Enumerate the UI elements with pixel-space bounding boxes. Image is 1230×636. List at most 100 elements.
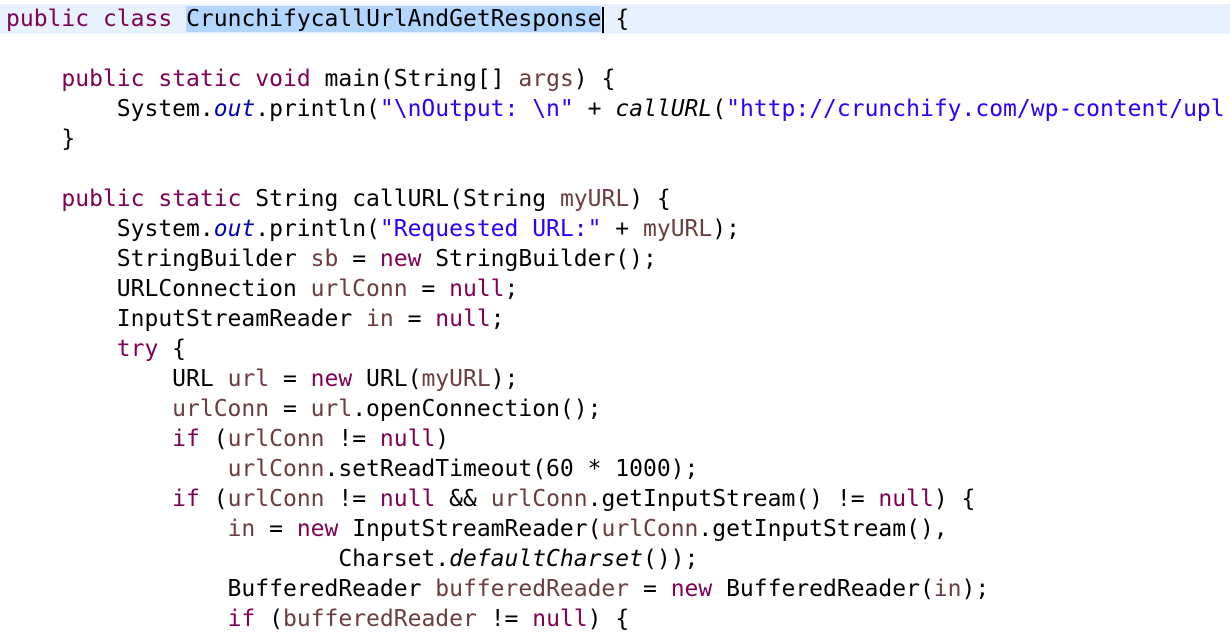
code-token: InputStreamReader( — [338, 516, 602, 542]
code-line[interactable]: System.out.println("Requested URL:" + my… — [6, 214, 1225, 244]
code-line[interactable]: InputStreamReader in = null; — [6, 304, 1225, 334]
code-line[interactable]: urlConn = url.openConnection(); — [6, 394, 1225, 424]
code-token — [172, 6, 186, 32]
keyword-token: new — [379, 246, 422, 272]
code-token: ( — [199, 486, 228, 512]
code-token — [144, 186, 158, 212]
code-token: { — [601, 6, 630, 32]
code-token: BufferedReader( — [712, 576, 934, 602]
code-line[interactable]: if (urlConn != null) — [6, 424, 1225, 454]
code-token: StringBuilder — [6, 246, 311, 272]
code-token: .getInputStream(), — [698, 516, 948, 542]
code-line[interactable]: Charset.defaultCharset()); — [6, 544, 1225, 574]
code-token: main(String[] — [310, 66, 519, 92]
variable-token: urlConn — [227, 426, 325, 452]
code-token — [6, 186, 61, 212]
code-token: System. — [6, 96, 214, 122]
code-token: = — [629, 576, 671, 602]
code-line[interactable]: if (bufferedReader != null) { — [6, 604, 1225, 634]
variable-token: url — [227, 366, 270, 392]
code-token: ) { — [933, 486, 976, 512]
code-token: ); — [490, 366, 519, 392]
code-line[interactable]: public class CrunchifycallUrlAndGetRespo… — [6, 4, 1225, 34]
code-token: .println( — [255, 96, 380, 122]
keyword-token: void — [255, 66, 311, 92]
code-token: ); — [712, 216, 740, 242]
code-area[interactable]: public class CrunchifycallUrlAndGetRespo… — [6, 4, 1225, 634]
code-token: && — [435, 486, 491, 512]
field-token: out — [213, 96, 256, 122]
keyword-token: public — [6, 6, 90, 32]
code-token — [6, 456, 228, 482]
keyword-token: null — [379, 486, 436, 512]
code-token: Charset. — [6, 546, 450, 572]
keyword-token: null — [878, 486, 934, 512]
code-line[interactable]: System.out.println("\nOutput: \n" + call… — [6, 94, 1225, 124]
code-line[interactable]: try { — [6, 334, 1225, 364]
code-token: StringBuilder(); — [421, 246, 657, 272]
code-token — [144, 66, 158, 92]
code-token: URLConnection — [6, 276, 311, 302]
code-token — [6, 66, 61, 92]
variable-token: urlConn — [310, 276, 408, 302]
static-method-token: callURL — [615, 96, 713, 122]
code-token — [89, 6, 103, 32]
string-token: "\nOutput: \n" — [379, 96, 574, 122]
keyword-token: new — [296, 516, 339, 542]
variable-token: myURL — [421, 366, 491, 392]
code-token: + — [601, 216, 643, 242]
text-caret — [602, 6, 605, 33]
keyword-token: public — [61, 186, 145, 212]
code-line[interactable]: in = new InputStreamReader(urlConn.getIn… — [6, 514, 1225, 544]
code-token: != — [324, 486, 380, 512]
keyword-token: if — [172, 426, 200, 452]
code-token: ( — [199, 426, 228, 452]
code-token: .println( — [255, 216, 380, 242]
code-token — [6, 396, 172, 422]
string-token: "Requested URL:" — [379, 216, 602, 242]
variable-token: bufferedReader — [435, 576, 630, 602]
variable-token: url — [310, 396, 353, 422]
code-line[interactable]: URLConnection urlConn = null; — [6, 274, 1225, 304]
keyword-token: null — [435, 306, 491, 332]
variable-token: urlConn — [172, 396, 270, 422]
variable-token: bufferedReader — [282, 606, 477, 632]
code-token: = — [269, 366, 311, 392]
keyword-token: null — [532, 606, 588, 632]
code-line[interactable]: public static String callURL(String myUR… — [6, 184, 1225, 214]
code-token: ) { — [587, 606, 630, 632]
keyword-token: class — [102, 6, 173, 32]
variable-token: in — [933, 576, 962, 602]
variable-token: urlConn — [490, 486, 588, 512]
code-token: .openConnection(); — [352, 396, 602, 422]
keyword-token: null — [379, 426, 436, 452]
variable-token: urlConn — [227, 486, 325, 512]
code-line[interactable]: urlConn.setReadTimeout(60 * 1000); — [6, 454, 1225, 484]
code-line[interactable] — [6, 154, 1225, 184]
code-line[interactable]: URL url = new URL(myURL); — [6, 364, 1225, 394]
code-token — [6, 426, 172, 452]
keyword-token: new — [310, 366, 353, 392]
code-token — [6, 606, 228, 632]
code-line[interactable] — [6, 34, 1225, 64]
code-token: = — [269, 396, 311, 422]
keyword-token: static — [158, 66, 242, 92]
code-token: BufferedReader — [6, 576, 436, 602]
code-token: .setReadTimeout(60 * 1000); — [324, 456, 699, 482]
static-method-token: defaultCharset — [449, 546, 643, 572]
keyword-token: new — [670, 576, 713, 602]
variable-token: urlConn — [601, 516, 699, 542]
code-line[interactable]: public static void main(String[] args) { — [6, 64, 1225, 94]
variable-token: myURL — [643, 216, 713, 242]
code-token — [6, 336, 117, 362]
code-token: URL( — [352, 366, 422, 392]
code-token: String callURL(String — [241, 186, 560, 212]
code-line[interactable]: } — [6, 124, 1225, 154]
code-token — [241, 66, 255, 92]
variable-token: in — [366, 306, 394, 332]
code-token: ) { — [629, 186, 671, 212]
code-line[interactable]: if (urlConn != null && urlConn.getInputS… — [6, 484, 1225, 514]
code-line[interactable]: BufferedReader bufferedReader = new Buff… — [6, 574, 1225, 604]
code-line[interactable]: StringBuilder sb = new StringBuilder(); — [6, 244, 1225, 274]
